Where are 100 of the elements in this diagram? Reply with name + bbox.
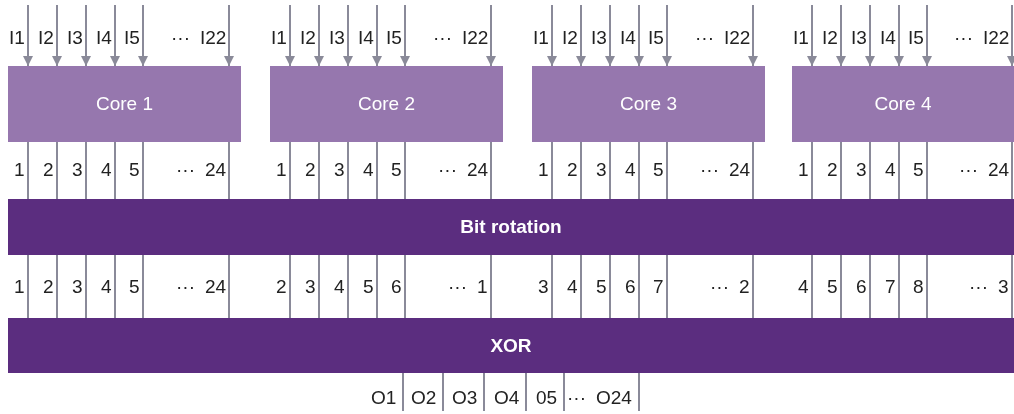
signal-line — [56, 141, 58, 200]
signal-line — [580, 254, 582, 319]
ellipsis: ··· — [700, 159, 719, 181]
output-label: O24 — [596, 387, 632, 409]
input-label: I5 — [908, 27, 924, 49]
input-label: I5 — [648, 27, 664, 49]
ellipsis: ··· — [710, 276, 729, 298]
core-box — [792, 66, 1014, 142]
core-box — [8, 66, 241, 142]
bit-number: 5 — [596, 276, 607, 298]
bit-number: 2 — [739, 276, 750, 298]
bit-number: 3 — [334, 159, 345, 181]
output-label: 05 — [536, 387, 558, 409]
signal-line — [490, 141, 492, 200]
signal-line — [56, 254, 58, 319]
block-label: Core 4 — [874, 93, 932, 115]
bit-number: 4 — [625, 159, 636, 181]
ellipsis: ··· — [567, 387, 586, 409]
signal-line — [869, 254, 871, 319]
output-label: O2 — [411, 387, 437, 409]
signal-line — [442, 372, 444, 412]
signal-line — [666, 254, 668, 319]
arrow — [836, 4, 846, 67]
bit-number: 3 — [72, 159, 83, 181]
bit-number: 1 — [14, 276, 25, 298]
signal-line — [289, 141, 291, 200]
input-label: I3 — [329, 27, 345, 49]
input-label: I4 — [96, 27, 112, 49]
bit-rotation-bar — [8, 199, 1014, 255]
signal-line — [142, 141, 144, 200]
arrow — [922, 4, 932, 67]
arrow — [314, 4, 324, 67]
input-label: I1 — [9, 27, 25, 49]
xor-bar — [8, 318, 1014, 373]
bit-number: 6 — [391, 276, 402, 298]
ellipsis: ··· — [959, 159, 978, 181]
signal-line — [114, 254, 116, 319]
arrow — [865, 4, 875, 67]
bit-number: 4 — [101, 159, 112, 181]
input-label: I3 — [67, 27, 83, 49]
arrow — [748, 4, 758, 67]
signal-line — [926, 141, 928, 200]
signal-line — [1011, 141, 1013, 200]
ellipsis: ··· — [448, 276, 467, 298]
arrow — [576, 4, 586, 67]
signal-line — [811, 254, 813, 319]
signal-line — [638, 141, 640, 200]
arrow — [662, 4, 672, 67]
signal-line — [347, 254, 349, 319]
signal-line — [551, 254, 553, 319]
output-label: O3 — [452, 387, 478, 409]
bit-number: 1 — [477, 276, 488, 298]
input-label: I2 — [822, 27, 838, 49]
ellipsis: ··· — [438, 159, 457, 181]
signal-line — [638, 372, 640, 412]
bit-number: 1 — [14, 159, 25, 181]
input-label: I5 — [386, 27, 402, 49]
bit-number: 4 — [334, 276, 345, 298]
bit-number: 5 — [913, 159, 924, 181]
block-label: Core 2 — [358, 93, 415, 115]
bit-number: 3 — [856, 159, 867, 181]
signal-line — [376, 141, 378, 200]
signal-line — [609, 254, 611, 319]
bit-number: 5 — [129, 276, 140, 298]
block-label: XOR — [490, 334, 532, 357]
arrow — [224, 4, 234, 67]
output-label: O1 — [371, 387, 397, 409]
signal-line — [404, 141, 406, 200]
input-label: I4 — [358, 27, 374, 49]
bit-number: 5 — [129, 159, 140, 181]
bit-number: 5 — [363, 276, 374, 298]
core-box — [270, 66, 503, 142]
ellipsis: ··· — [433, 27, 452, 49]
input-label: I2 — [562, 27, 578, 49]
bit-number: 5 — [391, 159, 402, 181]
bit-number: 6 — [856, 276, 867, 298]
output-label: O4 — [494, 387, 520, 409]
ellipsis: ··· — [171, 27, 190, 49]
arrow — [807, 4, 817, 67]
signal-line — [85, 141, 87, 200]
arrow — [547, 4, 557, 67]
arrow — [605, 4, 615, 67]
bit-number: 4 — [885, 159, 896, 181]
signal-line — [580, 141, 582, 200]
signal-line — [898, 141, 900, 200]
bit-number: 3 — [305, 276, 316, 298]
arrow — [486, 4, 496, 67]
bit-number: 7 — [885, 276, 896, 298]
bit-number: 1 — [276, 159, 287, 181]
bit-number: 24 — [988, 159, 1010, 181]
signal-line — [347, 141, 349, 200]
arrow — [285, 4, 295, 67]
signal-line — [85, 254, 87, 319]
bit-number: 24 — [205, 159, 227, 181]
signal-line — [563, 372, 565, 412]
signal-line — [318, 254, 320, 319]
block-label: Bit rotation — [460, 216, 562, 238]
bit-number: 7 — [653, 276, 664, 298]
arrow — [1007, 4, 1014, 67]
signal-line — [869, 141, 871, 200]
